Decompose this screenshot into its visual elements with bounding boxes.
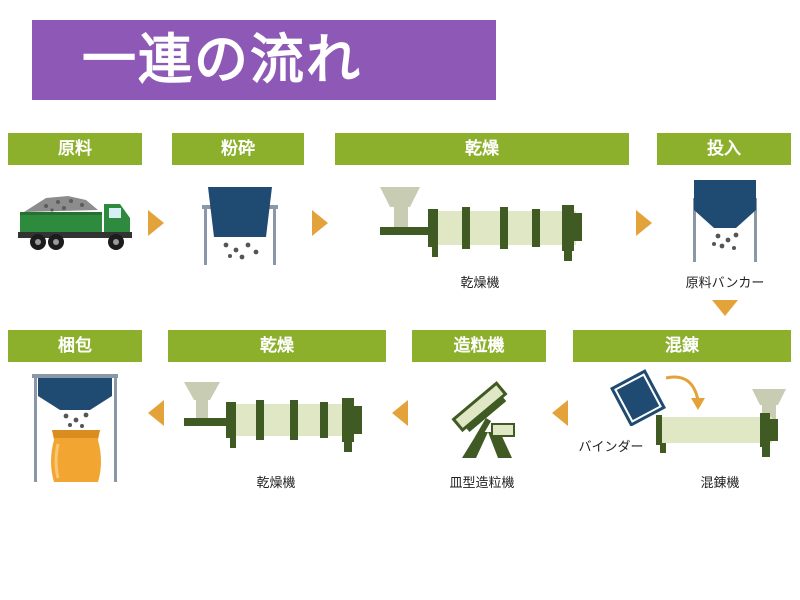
arrow-right-icon — [312, 210, 328, 236]
step-crushing: 粉砕 — [172, 133, 304, 165]
binder-container-icon — [610, 369, 666, 426]
page-title: 一連の流れ — [82, 28, 362, 91]
hopper-caption: 原料バンカー — [685, 276, 765, 291]
step-drying-2: 乾燥 — [168, 330, 386, 362]
step-granulation: 造粒機 — [412, 330, 546, 362]
dump-truck-icon — [18, 196, 132, 250]
step-raw-material: 原料 — [8, 133, 142, 165]
mixer-caption: 混錬機 — [700, 476, 740, 491]
binder-flow-arrow-icon — [665, 375, 705, 410]
pan-granulator-icon — [451, 381, 515, 458]
step-packing: 梱包 — [8, 330, 142, 362]
step-drying-1: 乾燥 — [335, 133, 629, 165]
title-banner: 一連の流れ — [32, 20, 496, 100]
arrow-left-icon — [148, 400, 164, 426]
arrow-left-icon — [552, 400, 568, 426]
arrow-right-icon — [636, 210, 652, 236]
arrow-left-icon — [392, 400, 408, 426]
mixer-icon — [656, 389, 786, 457]
step-mixing: 混錬 — [573, 330, 791, 362]
pan-granulator-caption: 皿型造粒機 — [449, 476, 515, 491]
rotary-dryer-icon — [380, 187, 582, 261]
step-input: 投入 — [657, 133, 791, 165]
crusher-icon — [202, 187, 278, 265]
rotary-dryer-icon — [184, 382, 362, 452]
arrow-right-icon — [148, 210, 164, 236]
dryer-caption: 乾燥機 — [256, 476, 296, 491]
packing-bag-icon — [32, 374, 118, 482]
arrow-down-icon — [712, 300, 738, 316]
dryer-caption: 乾燥機 — [460, 276, 500, 291]
binder-caption: バインダー — [578, 440, 644, 455]
hopper-icon — [693, 180, 757, 262]
